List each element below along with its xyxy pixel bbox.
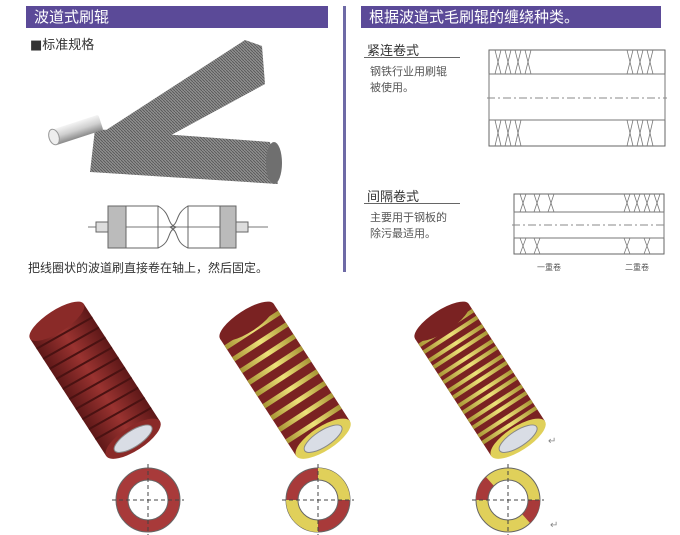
spaced-wound-diagram [512,193,667,255]
single-wind-label: 一重卷 [537,263,561,272]
section-ring-yellow [472,464,544,535]
section-1-underline [364,57,460,58]
roll-spaced-single [219,301,351,459]
section-2-desc-line-2: 除污最适用。 [370,227,436,240]
left-banner: 波道式刷辊 [26,6,328,28]
section-1-desc-line-1: 钢铁行业用刷辊 [370,65,447,78]
section-divider [343,6,346,272]
brush-strip-illustration [48,40,282,184]
section-2-desc: 主要用于钢板的 除污最适用。 [370,210,447,242]
section-ring-mixed [282,464,354,535]
section-2-underline [364,203,460,204]
return-mark-1: ↵ [548,436,557,447]
roll-tight-red [29,301,161,459]
return-mark-2: ↵ [550,520,559,531]
tight-wound-diagram [487,49,667,147]
section-ring-red [112,464,184,535]
standard-spec-heading: ■标准规格 [30,38,95,53]
roll-spaced-double [414,301,546,459]
double-wind-label: 二重卷 [625,263,649,272]
rolls-illustration [29,301,546,535]
section-1-desc: 钢铁行业用刷辊 被使用。 [370,64,447,96]
roll-section-drawing [88,205,268,249]
section-2-desc-line-1: 主要用于钢板的 [370,211,447,224]
left-caption: 把线圈状的波道刷直接卷在轴上，然后固定。 [28,261,269,275]
section-2-title: 间隔卷式 [367,190,420,205]
section-1-desc-line-2: 被使用。 [370,81,414,94]
right-banner: 根据波道式毛刷辊的缠绕种类。 [361,6,661,28]
section-1-title: 紧连卷式 [367,44,420,59]
